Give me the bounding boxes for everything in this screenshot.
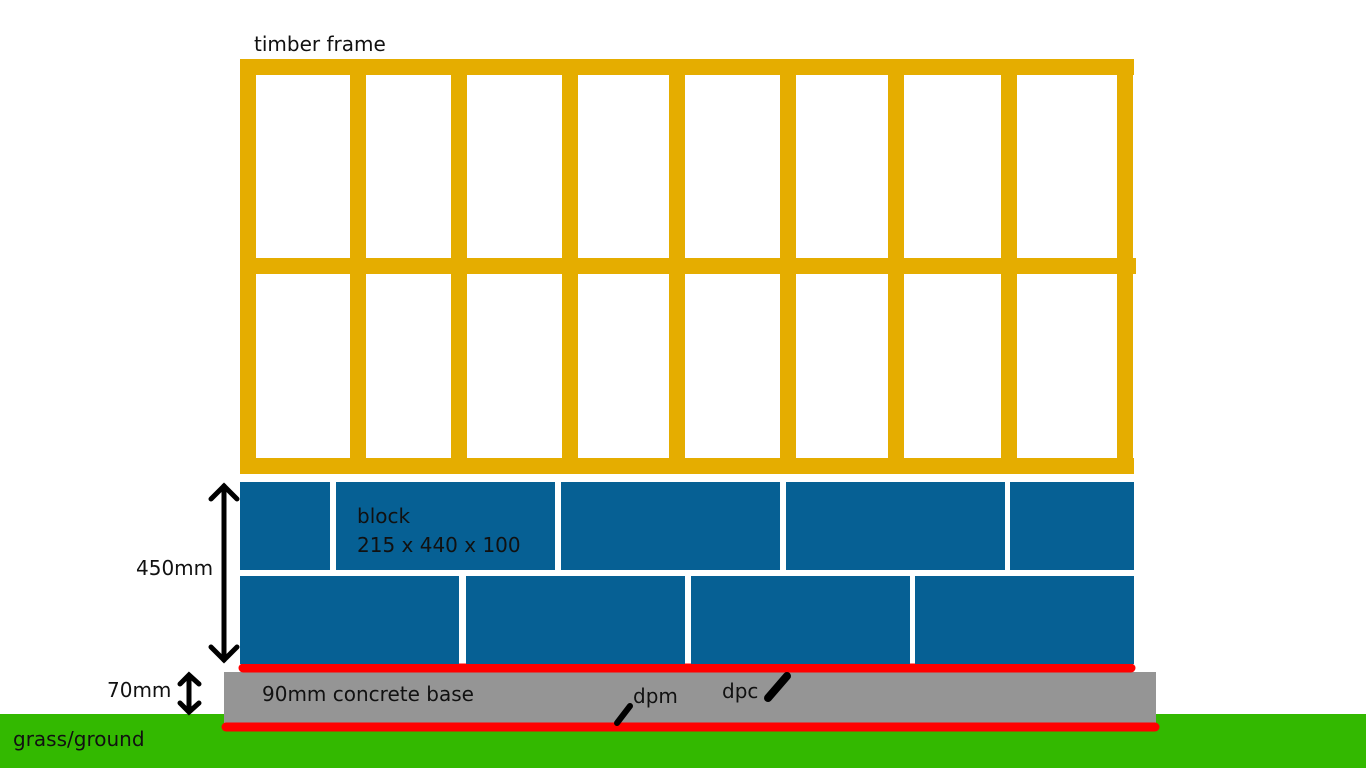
block — [915, 576, 1134, 664]
timber-frame-label: timber frame — [254, 32, 386, 56]
block — [786, 482, 1005, 570]
stud — [1001, 59, 1017, 474]
base-height-label: 70mm — [107, 678, 171, 702]
block-title-label: block — [357, 504, 410, 528]
block — [1010, 482, 1134, 570]
stud — [451, 59, 467, 474]
dpc-label: dpc — [722, 679, 758, 703]
top-plate — [240, 59, 1134, 75]
stud — [240, 59, 256, 474]
stud — [562, 59, 578, 474]
concrete-base-label: 90mm concrete base — [262, 682, 474, 706]
block — [240, 482, 330, 570]
block-height-label: 450mm — [136, 556, 213, 580]
block — [466, 576, 685, 664]
stud — [669, 59, 685, 474]
stud — [888, 59, 904, 474]
block-height-arrow — [211, 486, 237, 660]
block — [691, 576, 910, 664]
dpm-label: dpm — [633, 684, 678, 708]
stud — [780, 59, 796, 474]
block — [240, 576, 459, 664]
ground-label: grass/ground — [13, 727, 145, 751]
sole-plate — [240, 458, 1134, 474]
timber-frame — [240, 59, 1136, 474]
stud — [350, 59, 366, 474]
block — [561, 482, 780, 570]
stud — [1117, 59, 1133, 474]
base-height-arrow — [180, 675, 199, 712]
block-size-label: 215 x 440 x 100 — [357, 533, 521, 557]
